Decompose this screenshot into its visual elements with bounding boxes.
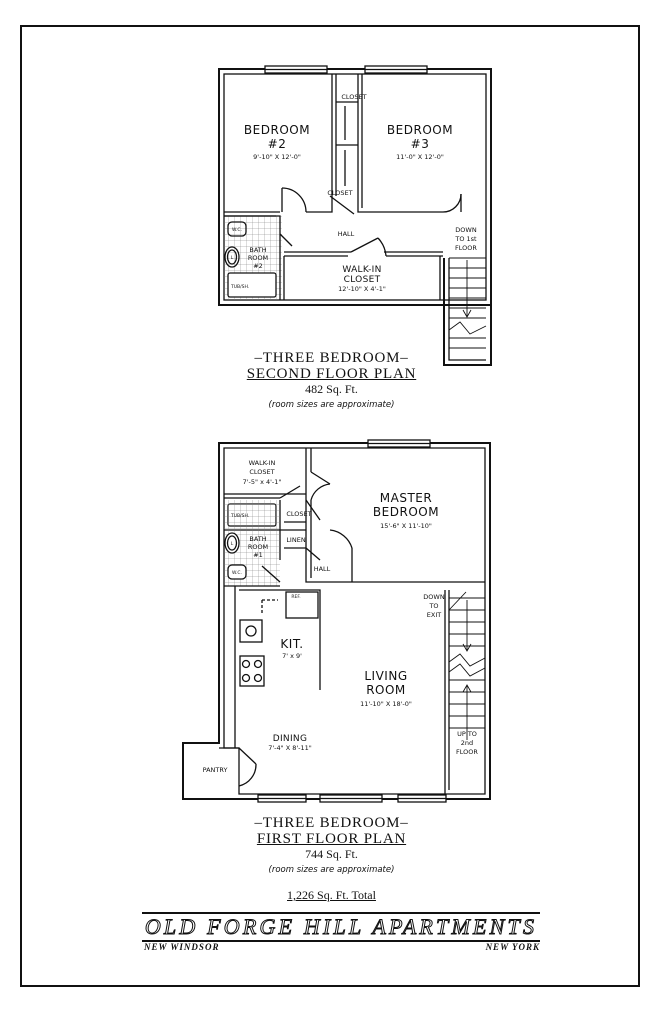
first-floor-note: (room sizes are approximate): [268, 865, 395, 875]
living-label-line2: ROOM: [366, 683, 406, 697]
first-floor-title: –THREE BEDROOM–: [254, 815, 409, 831]
closet1-label: CLOSET: [286, 510, 311, 518]
up-label-line2: 2nd: [461, 739, 473, 747]
brand-city: NEW WINDSOR: [144, 942, 220, 952]
second-floor-caption: –THREE BEDROOM– SECOND FLOOR PLAN 482 Sq…: [0, 350, 663, 411]
tub-label: TUB/SH.: [230, 284, 249, 290]
up-label-line1: UP TO: [457, 730, 477, 738]
bedroom2-label: BEDROOM: [244, 123, 310, 137]
second-floor-note: (room sizes are approximate): [268, 400, 395, 410]
living-label-line1: LIVING: [364, 669, 407, 683]
walkin-label-line2: CLOSET: [344, 275, 381, 285]
dining-label: DINING: [273, 734, 307, 744]
bath2-label-line1: BATH: [249, 246, 266, 254]
living-size: 11'-10" X 18'-0": [360, 700, 412, 708]
walkin1-size: 7'-5" x 4'-1": [243, 478, 282, 486]
total-sqft: 1,226 Sq. Ft. Total: [287, 888, 376, 902]
first-floor-subtitle: FIRST FLOOR PLAN: [256, 831, 407, 847]
bedroom3-number: #3: [411, 137, 430, 151]
walkin-label-line1: WALK-IN: [342, 265, 381, 275]
pantry-label: PANTRY: [203, 766, 228, 774]
second-floor-labels: BEDROOM #2 9'-10" X 12'-0" BEDROOM #3 11…: [230, 93, 477, 293]
hall1-label: HALL: [314, 565, 331, 573]
stairs-label-line3: FLOOR: [455, 244, 477, 252]
ref-label: REF.: [291, 594, 300, 600]
second-floor-subtitle: SECOND FLOOR PLAN: [246, 366, 417, 382]
bedroom2-size: 9'-10" X 12'-0": [253, 153, 301, 161]
brand-state: NEW YORK: [485, 942, 540, 952]
closet-label-top: CLOSET: [341, 93, 366, 101]
second-floor-plan: [218, 65, 492, 366]
walkin1-label-line2: CLOSET: [249, 468, 274, 476]
first-floor-labels: WALK-IN CLOSET 7'-5" x 4'-1" MASTER BEDR…: [203, 459, 479, 774]
dining-size: 7'-4" X 8'-11": [268, 744, 312, 752]
master-label-line1: MASTER: [380, 491, 432, 505]
closet-label-bottom: CLOSET: [327, 189, 352, 197]
kit-label: KIT.: [280, 637, 303, 651]
down-label-line3: EXIT: [427, 611, 441, 619]
second-floor-sqft: 482 Sq. Ft.: [305, 382, 358, 396]
bath2-number: #2: [253, 262, 263, 270]
first-floor-sqft: 744 Sq. Ft.: [305, 847, 358, 861]
up-label-line3: FLOOR: [456, 748, 478, 756]
linen-label: LINEN: [286, 536, 306, 544]
brand-name: OLD FORGE HILL APARTMENTS: [142, 912, 540, 942]
lav-label: L: [231, 255, 234, 261]
bedroom3-size: 11'-0" X 12'-0": [396, 153, 444, 161]
kit-size: 7' x 9': [282, 652, 302, 660]
bath1-number: #1: [253, 551, 263, 559]
stairs-label-line2: TO 1st: [454, 235, 477, 243]
bath1-label-line2: ROOM: [248, 543, 268, 551]
bedroom3-label: BEDROOM: [387, 123, 453, 137]
walkin1-label-line1: WALK-IN: [249, 459, 276, 467]
down-label-line2: TO: [428, 602, 438, 610]
first-floor-caption: –THREE BEDROOM– FIRST FLOOR PLAN 744 Sq.…: [0, 815, 663, 876]
lav1-label: L: [231, 541, 234, 547]
master-size: 15'-6" X 11'-10": [380, 522, 432, 530]
walkin-size: 12'-10" X 4'-1": [338, 285, 386, 293]
bath2-label-line2: ROOM: [248, 254, 268, 262]
bath1-label-line1: BATH: [249, 535, 266, 543]
first-floor-plan: [182, 439, 491, 803]
wc-label: W.C.: [232, 227, 242, 233]
page-border: [20, 25, 640, 987]
second-floor-title: –THREE BEDROOM–: [254, 350, 409, 366]
bedroom2-number: #2: [268, 137, 287, 151]
hall-label: HALL: [338, 230, 355, 238]
stairs-label-line1: DOWN: [455, 226, 477, 234]
master-label-line2: BEDROOM: [373, 505, 439, 519]
wc1-label: W.C.: [232, 570, 242, 576]
down-label-line1: DOWN: [423, 593, 445, 601]
tub1-label: TUB/SH.: [230, 513, 249, 519]
